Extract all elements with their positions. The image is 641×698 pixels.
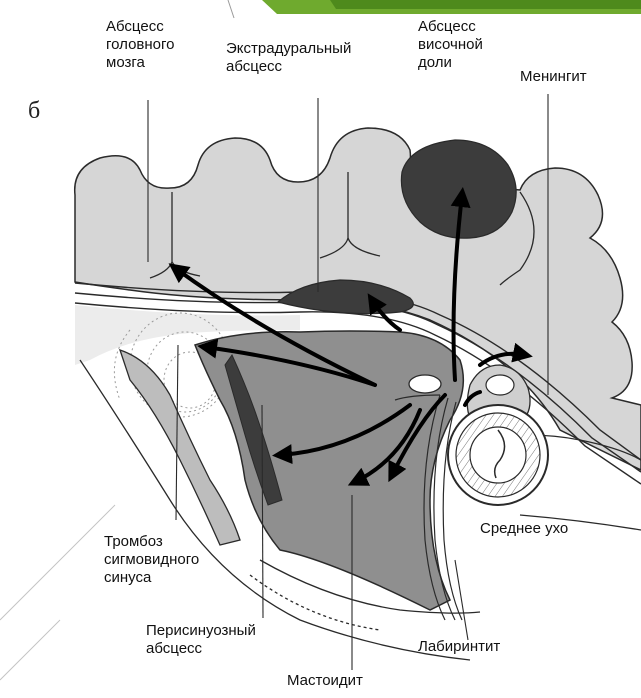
label-sigmoid-sinus-thrombosis: Тромбоз сигмовидного синуса — [104, 533, 199, 587]
panel-letter: б — [28, 98, 40, 125]
label-extradural-abscess: Экстрадуральный абсцесс — [226, 40, 351, 76]
label-labyrinthitis: Лабиринтит — [418, 638, 500, 656]
label-temporal-lobe-abscess: Абсцесс височной доли — [418, 18, 483, 72]
label-mastoiditis: Мастоидит — [287, 672, 363, 690]
cochlea — [448, 405, 548, 505]
label-brain-abscess: Абсцесс головного мозга — [106, 18, 175, 72]
accent-banner — [228, 0, 641, 18]
decorative-lines — [0, 505, 115, 680]
label-perisinus-abscess: Перисинуозный абсцесс — [146, 622, 256, 658]
label-middle-ear: Среднее ухо — [480, 520, 568, 538]
label-meningitis: Менингит — [520, 68, 587, 86]
